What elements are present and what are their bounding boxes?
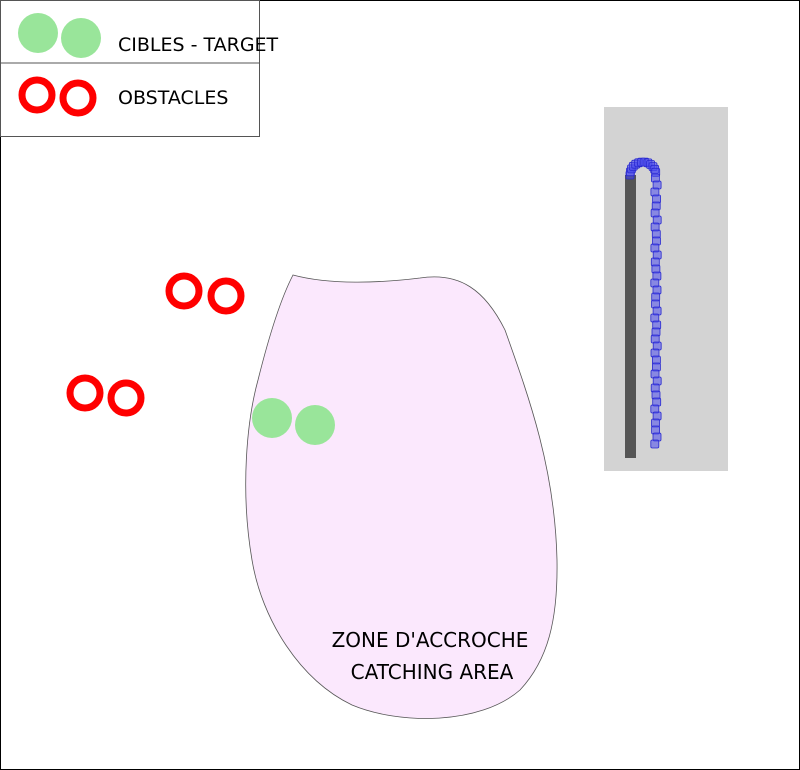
obstacle-pair-upper bbox=[165, 272, 245, 315]
gripper-panel bbox=[604, 107, 728, 471]
gripper-trail bbox=[625, 157, 662, 449]
legend-target-icon bbox=[18, 13, 101, 58]
target-icon bbox=[61, 18, 101, 58]
gripper-rod bbox=[625, 175, 636, 458]
obstacle-icon bbox=[18, 76, 56, 114]
zone-label-line1: ZONE D'ACCROCHE bbox=[332, 628, 529, 652]
legend-obstacle-icon bbox=[18, 76, 97, 117]
target-pair bbox=[252, 398, 335, 445]
gripper-panel-background bbox=[604, 107, 728, 471]
obstacle bbox=[66, 374, 104, 412]
legend-obstacles-label: OBSTACLES bbox=[118, 87, 228, 109]
trail-marker bbox=[650, 439, 660, 449]
obstacle bbox=[207, 277, 245, 315]
zone-label-line2: CATCHING AREA bbox=[351, 660, 514, 684]
obstacle-pair-lower bbox=[66, 374, 145, 417]
legend-targets-label: CIBLES - TARGET bbox=[118, 34, 279, 56]
target bbox=[295, 405, 335, 445]
legend: CIBLES - TARGET OBSTACLES bbox=[0, 0, 279, 137]
target-icon bbox=[18, 13, 58, 53]
obstacle bbox=[165, 272, 203, 310]
obstacle bbox=[107, 379, 145, 417]
catching-zone bbox=[245, 274, 558, 719]
target bbox=[252, 398, 292, 438]
obstacle-icon bbox=[59, 79, 97, 117]
